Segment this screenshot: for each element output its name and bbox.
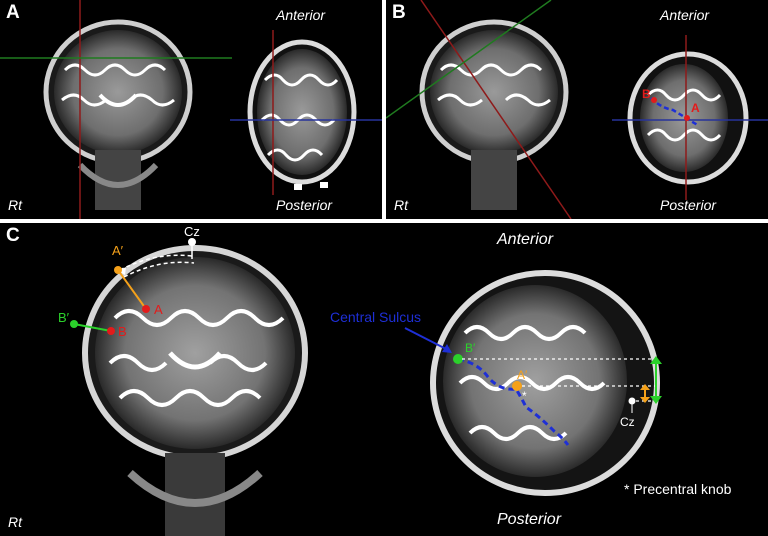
label-cz-axial: Cz xyxy=(620,415,635,429)
side-label-right: Rt xyxy=(8,514,22,530)
panel-label: A xyxy=(6,2,20,23)
axial-brain-image xyxy=(247,39,357,190)
coronal-brain-image xyxy=(419,19,569,210)
label-a-prime-axial: A′ xyxy=(517,368,528,382)
label-b-prime: B′ xyxy=(58,310,70,325)
panel-label: C xyxy=(6,225,20,246)
panel-a-image xyxy=(0,0,382,219)
svg-text:B: B xyxy=(642,87,651,101)
coronal-brain-image xyxy=(82,245,308,536)
svg-text:A: A xyxy=(691,101,700,115)
panel-label: B xyxy=(392,2,406,23)
label-central-sulcus: Central Sulcus xyxy=(330,309,422,325)
panel-a: A Anterior Posterior Rt xyxy=(0,0,382,219)
orientation-posterior: Posterior xyxy=(497,511,562,528)
precentral-knob-note: * Precentral knob xyxy=(624,481,732,497)
panel-b-image: B A xyxy=(386,0,768,219)
orientation-anterior: Anterior xyxy=(276,7,326,23)
panel-c: C Anterior Posterior Rt Cz A′ A B′ B Cen… xyxy=(0,223,768,536)
orientation-anterior: Anterior xyxy=(497,231,554,248)
axial-brain-image xyxy=(430,270,660,496)
panel-c-image xyxy=(70,238,662,536)
label-cz: Cz xyxy=(184,224,200,239)
side-label-right: Rt xyxy=(394,197,408,213)
label-a: A xyxy=(154,302,163,317)
orientation-posterior: Posterior xyxy=(660,197,717,213)
label-b-prime-axial: B′ xyxy=(465,341,476,355)
panel-b: B A B Anterior Posterior Rt xyxy=(386,0,768,219)
label-star: * xyxy=(522,389,527,403)
orientation-anterior: Anterior xyxy=(660,7,710,23)
orientation-posterior: Posterior xyxy=(276,197,333,213)
coronal-brain-image xyxy=(43,19,193,210)
side-label-right: Rt xyxy=(8,197,22,213)
label-b: B xyxy=(118,324,127,339)
label-a-prime: A′ xyxy=(112,243,124,258)
